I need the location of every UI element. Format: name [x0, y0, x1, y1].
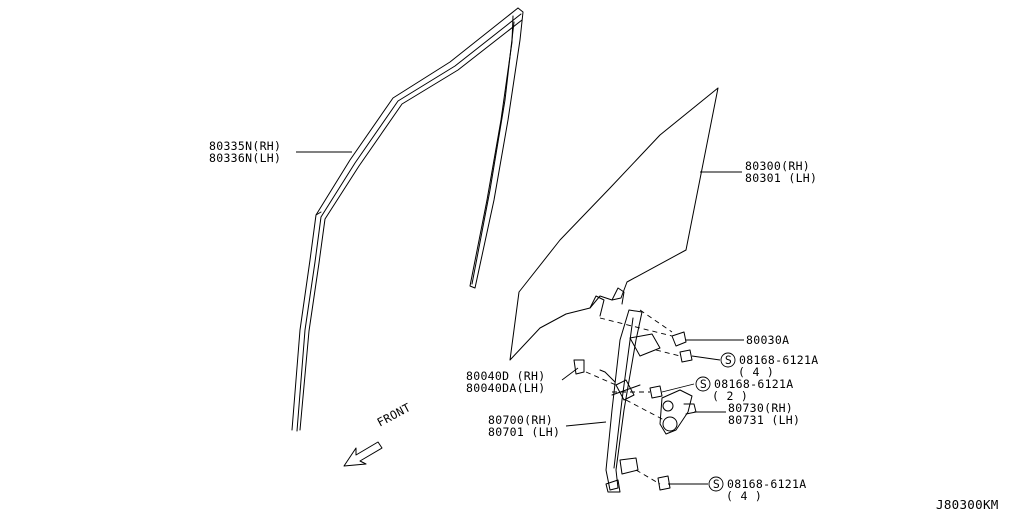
label-glass-lh: 80301 (LH) — [745, 171, 818, 185]
relation-lines — [585, 309, 681, 485]
label-screw1-code: 08168-6121A — [739, 353, 819, 367]
door-glass — [509, 87, 719, 361]
label-regulator-rh: 80700(RH) — [488, 413, 554, 427]
screw-symbols — [695, 352, 736, 492]
label-sash-rh: 80335N(RH) — [209, 139, 282, 153]
label-motor-lh: 80731 (LH) — [728, 413, 801, 427]
label-screw3-code: 08168-6121A — [727, 477, 807, 491]
screw-symbol-3: S — [712, 477, 721, 491]
label-bolt-a: 80030A — [746, 333, 790, 347]
regulator-motor — [659, 389, 697, 435]
door-sash — [291, 7, 524, 432]
label-regulator-lh: 80701 (LH) — [488, 425, 561, 439]
diagram-id: J80300KM — [936, 497, 999, 512]
fasteners — [573, 331, 693, 491]
screw-symbol-1: S — [724, 353, 733, 367]
label-glass-rh: 80300(RH) — [745, 159, 811, 173]
label-screw3-qty: ( 4 ) — [726, 489, 763, 503]
label-motor-rh: 80730(RH) — [728, 401, 794, 415]
label-clip-rh: 80040D (RH) — [466, 369, 546, 383]
screw-symbol-2: S — [699, 377, 708, 391]
label-screw2-qty: ( 2 ) — [712, 389, 749, 403]
front-arrow-icon — [343, 441, 383, 467]
window-regulator — [589, 287, 661, 493]
label-screw2-code: 08168-6121A — [714, 377, 794, 391]
leader-lines — [296, 151, 744, 485]
label-screw1-qty: ( 4 ) — [738, 365, 775, 379]
label-sash-lh: 80336N(LH) — [209, 151, 282, 165]
label-clip-lh: 80040DA(LH) — [466, 381, 546, 395]
